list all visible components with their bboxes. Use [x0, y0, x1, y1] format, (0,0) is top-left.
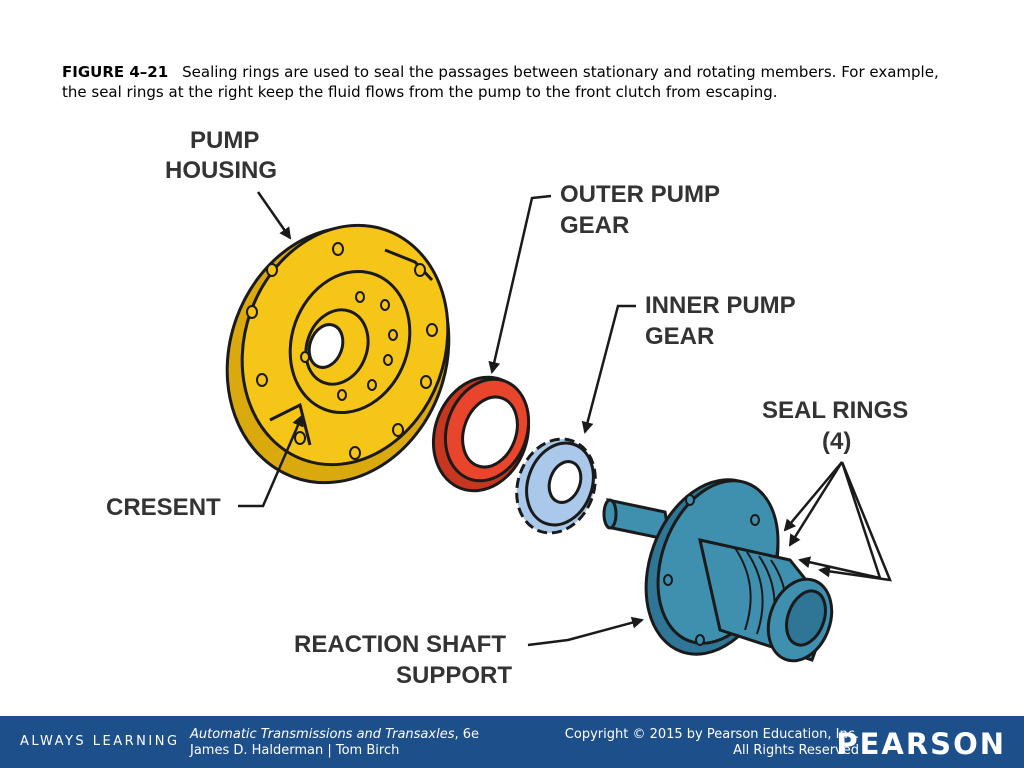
- label-outer-gear: GEAR: [560, 212, 630, 239]
- pump-diagram-illustration: [225, 191, 892, 663]
- copyright-block: Copyright © 2015 by Pearson Education, I…: [565, 727, 859, 759]
- label-support: SUPPORT: [396, 662, 513, 689]
- label-outer-pump: OUTER PUMP: [560, 181, 721, 208]
- label-pump: PUMP: [190, 127, 260, 154]
- outer-gear-pointer: [488, 194, 552, 374]
- reaction-shaft-support: [602, 478, 834, 663]
- seal-ring-pointer-3: [798, 461, 882, 580]
- pump-housing-pointer: [256, 191, 292, 240]
- cresent-pointer: [238, 414, 304, 508]
- copyright-text: Copyright © 2015 by Pearson Education, I…: [564, 727, 859, 742]
- label-housing: HOUSING: [165, 157, 278, 184]
- inner-pump-gear: [515, 437, 597, 535]
- rights-text: All Rights Reserved: [733, 743, 859, 758]
- inner-gear-pointer: [581, 304, 636, 434]
- seal-ring-pointer-4: [818, 461, 892, 582]
- book-edition: , 6e: [454, 727, 480, 742]
- book-credit: Automatic Transmissions and Transaxles, …: [190, 727, 479, 759]
- label-inner-pump: INNER PUMP: [645, 292, 796, 319]
- seal-ring-pointer-2: [788, 461, 844, 547]
- pump-diagram: PUMP HOUSING OUTER PUMP GEAR INNER PUMP …: [0, 110, 1024, 710]
- label-cresent: CRESENT: [106, 494, 221, 521]
- reaction-shaft-pointer: [527, 616, 644, 647]
- always-learning-tagline: ALWAYS LEARNING: [20, 734, 180, 749]
- figure-label: FIGURE 4–21: [62, 63, 169, 81]
- label-seal-rings-count: (4): [822, 428, 852, 455]
- label-inner-gear: GEAR: [645, 323, 715, 350]
- outer-pump-gear: [431, 375, 531, 493]
- label-seal-rings: SEAL RINGS: [762, 397, 909, 424]
- footer-bar: ALWAYS LEARNING Automatic Transmissions …: [0, 716, 1024, 768]
- book-authors: James D. Halderman | Tom Birch: [190, 743, 400, 758]
- leader-lines: [238, 191, 892, 647]
- seal-ring-pointer-1: [783, 461, 843, 532]
- pearson-logo: PEARSON: [836, 727, 1006, 761]
- label-reaction-shaft: REACTION SHAFT: [294, 631, 506, 658]
- pump-housing: [225, 223, 451, 485]
- figure-caption-text: Sealing rings are used to seal the passa…: [62, 63, 939, 101]
- book-title: Automatic Transmissions and Transaxles: [190, 727, 455, 742]
